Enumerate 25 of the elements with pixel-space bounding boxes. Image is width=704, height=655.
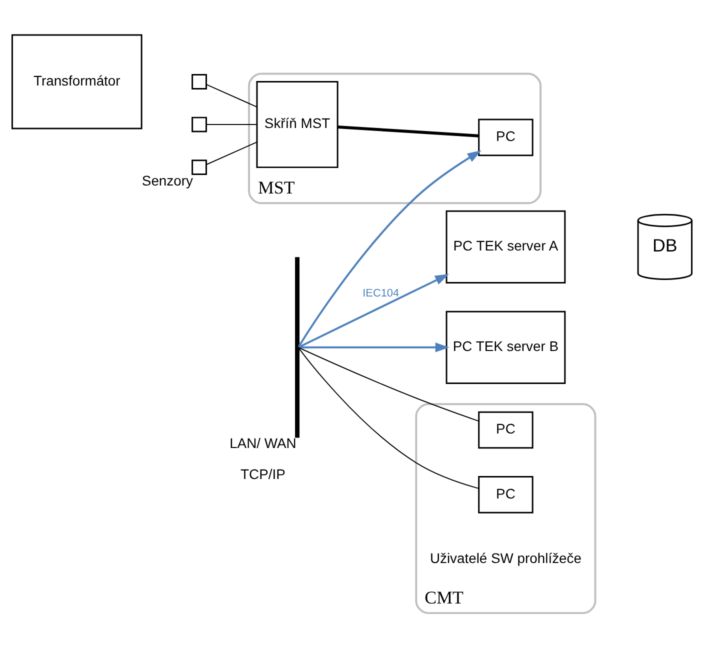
node-box	[192, 74, 207, 89]
connector	[206, 141, 258, 165]
node-box	[192, 159, 207, 175]
connector	[206, 124, 258, 125]
connector	[298, 346, 480, 422]
node-box: PC TEK server B	[446, 310, 566, 384]
node-label: LAN/ WAN	[230, 434, 296, 451]
node-box: PC	[478, 410, 534, 448]
node-box: Transformátor	[11, 34, 142, 129]
node-label: TCP/IP	[240, 465, 286, 482]
connector	[206, 83, 258, 107]
node-box: PC TEK server A	[446, 210, 566, 283]
connector	[338, 125, 479, 137]
node-bar	[295, 256, 300, 438]
label: Uživatelé SW prohlížeče	[430, 550, 582, 566]
connector	[298, 347, 480, 488]
node-label: Senzory	[142, 172, 193, 188]
node-box	[192, 116, 207, 132]
arrow	[298, 342, 450, 352]
node-box: Skříň MST	[256, 80, 338, 168]
edge-label: IEC104	[362, 286, 400, 299]
arrow	[298, 274, 449, 348]
arrow	[298, 150, 482, 346]
node-box: PC	[478, 118, 534, 156]
node-box: PC	[478, 476, 534, 513]
